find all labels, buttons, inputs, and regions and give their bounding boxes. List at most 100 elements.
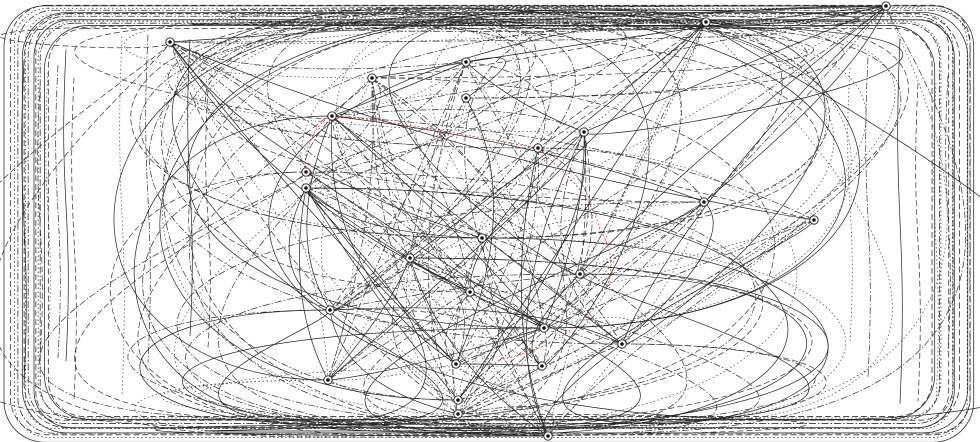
graph-node	[465, 287, 475, 297]
graph-node	[881, 1, 891, 11]
edge	[457, 201, 705, 415]
node-dot	[582, 130, 586, 134]
routing-frame	[9, 4, 971, 436]
node-dot	[540, 364, 544, 368]
edge	[169, 41, 329, 381]
routing-frame	[14, 7, 968, 438]
edge	[583, 5, 887, 133]
edge	[304, 77, 373, 173]
side-edge	[945, 75, 951, 353]
edge	[327, 379, 549, 437]
wrap-edge	[182, 257, 641, 430]
wrap-edge	[127, 5, 966, 434]
edge	[583, 21, 707, 133]
edge	[455, 327, 545, 365]
node-dot	[536, 146, 540, 150]
wrap-edge	[186, 9, 826, 346]
edge	[327, 147, 539, 381]
wrap-edge	[161, 22, 522, 415]
routing-frame	[25, 13, 953, 429]
wrap-edge	[171, 7, 846, 329]
edge	[305, 187, 483, 239]
edge	[331, 109, 585, 133]
node-dot	[884, 4, 888, 8]
graph-node	[367, 73, 377, 83]
graph-node	[323, 375, 333, 385]
wrap-edge	[199, 21, 893, 429]
edge	[169, 41, 543, 367]
node-dot	[326, 378, 330, 382]
edge	[520, 147, 549, 437]
edge	[305, 171, 581, 275]
side-edge	[205, 89, 211, 348]
edge	[526, 131, 585, 437]
edge	[457, 147, 539, 415]
edge	[169, 41, 815, 221]
edge	[331, 115, 815, 221]
edge	[331, 115, 623, 345]
edge	[543, 131, 585, 329]
edge	[409, 21, 707, 259]
wrap-edge	[160, 25, 519, 239]
edge	[579, 5, 887, 275]
edge	[537, 147, 815, 221]
wrap-edge	[0, 23, 819, 239]
graph-node	[325, 305, 335, 315]
graph-node	[809, 215, 819, 225]
edge	[455, 97, 494, 365]
side-edge	[63, 49, 69, 362]
edge	[537, 147, 593, 275]
edge	[579, 219, 815, 276]
edge	[543, 273, 592, 329]
wrap-edge	[155, 273, 810, 437]
edge	[455, 363, 543, 367]
node-dot	[456, 398, 460, 402]
edge	[455, 147, 539, 365]
side-edge	[865, 57, 871, 378]
side-edge	[847, 67, 853, 342]
wrap-edge	[204, 257, 829, 432]
wrap-edge	[167, 20, 576, 312]
edge	[329, 131, 585, 311]
node-dot	[542, 326, 546, 330]
graph-node	[617, 339, 627, 349]
wrap-edge	[159, 9, 860, 401]
wrap-edge	[169, 21, 787, 43]
edge	[579, 21, 707, 275]
wrap-edge	[241, 5, 896, 416]
wrap-edge	[217, 5, 909, 402]
edge	[457, 406, 554, 437]
graph-node	[543, 431, 553, 441]
wrap-edge	[130, 13, 537, 239]
edge	[169, 41, 457, 365]
edge	[329, 21, 707, 311]
edge	[331, 61, 467, 117]
edge	[560, 131, 623, 345]
edge	[457, 219, 815, 415]
edge	[371, 77, 459, 401]
edge	[305, 171, 543, 367]
edge	[321, 77, 373, 311]
wrap-edge	[109, 61, 567, 437]
edge	[329, 309, 543, 367]
edge	[305, 187, 459, 401]
graph-edges	[0, 5, 980, 438]
edge	[579, 201, 705, 275]
wrap-edge	[123, 13, 484, 119]
edge	[405, 257, 459, 415]
edge	[464, 291, 545, 331]
node-dot	[464, 60, 468, 64]
graph-node	[461, 93, 471, 103]
edge	[371, 77, 457, 365]
graph-nodes	[165, 1, 891, 441]
wrap-edge	[134, 309, 445, 437]
edge	[305, 187, 411, 259]
wrap-edge	[74, 77, 775, 424]
graph-node	[301, 183, 311, 193]
edge	[703, 5, 887, 203]
edge	[371, 21, 707, 79]
wrap-edge	[0, 41, 763, 428]
wrap-edge	[218, 273, 807, 433]
routing-frame	[3, 5, 975, 442]
